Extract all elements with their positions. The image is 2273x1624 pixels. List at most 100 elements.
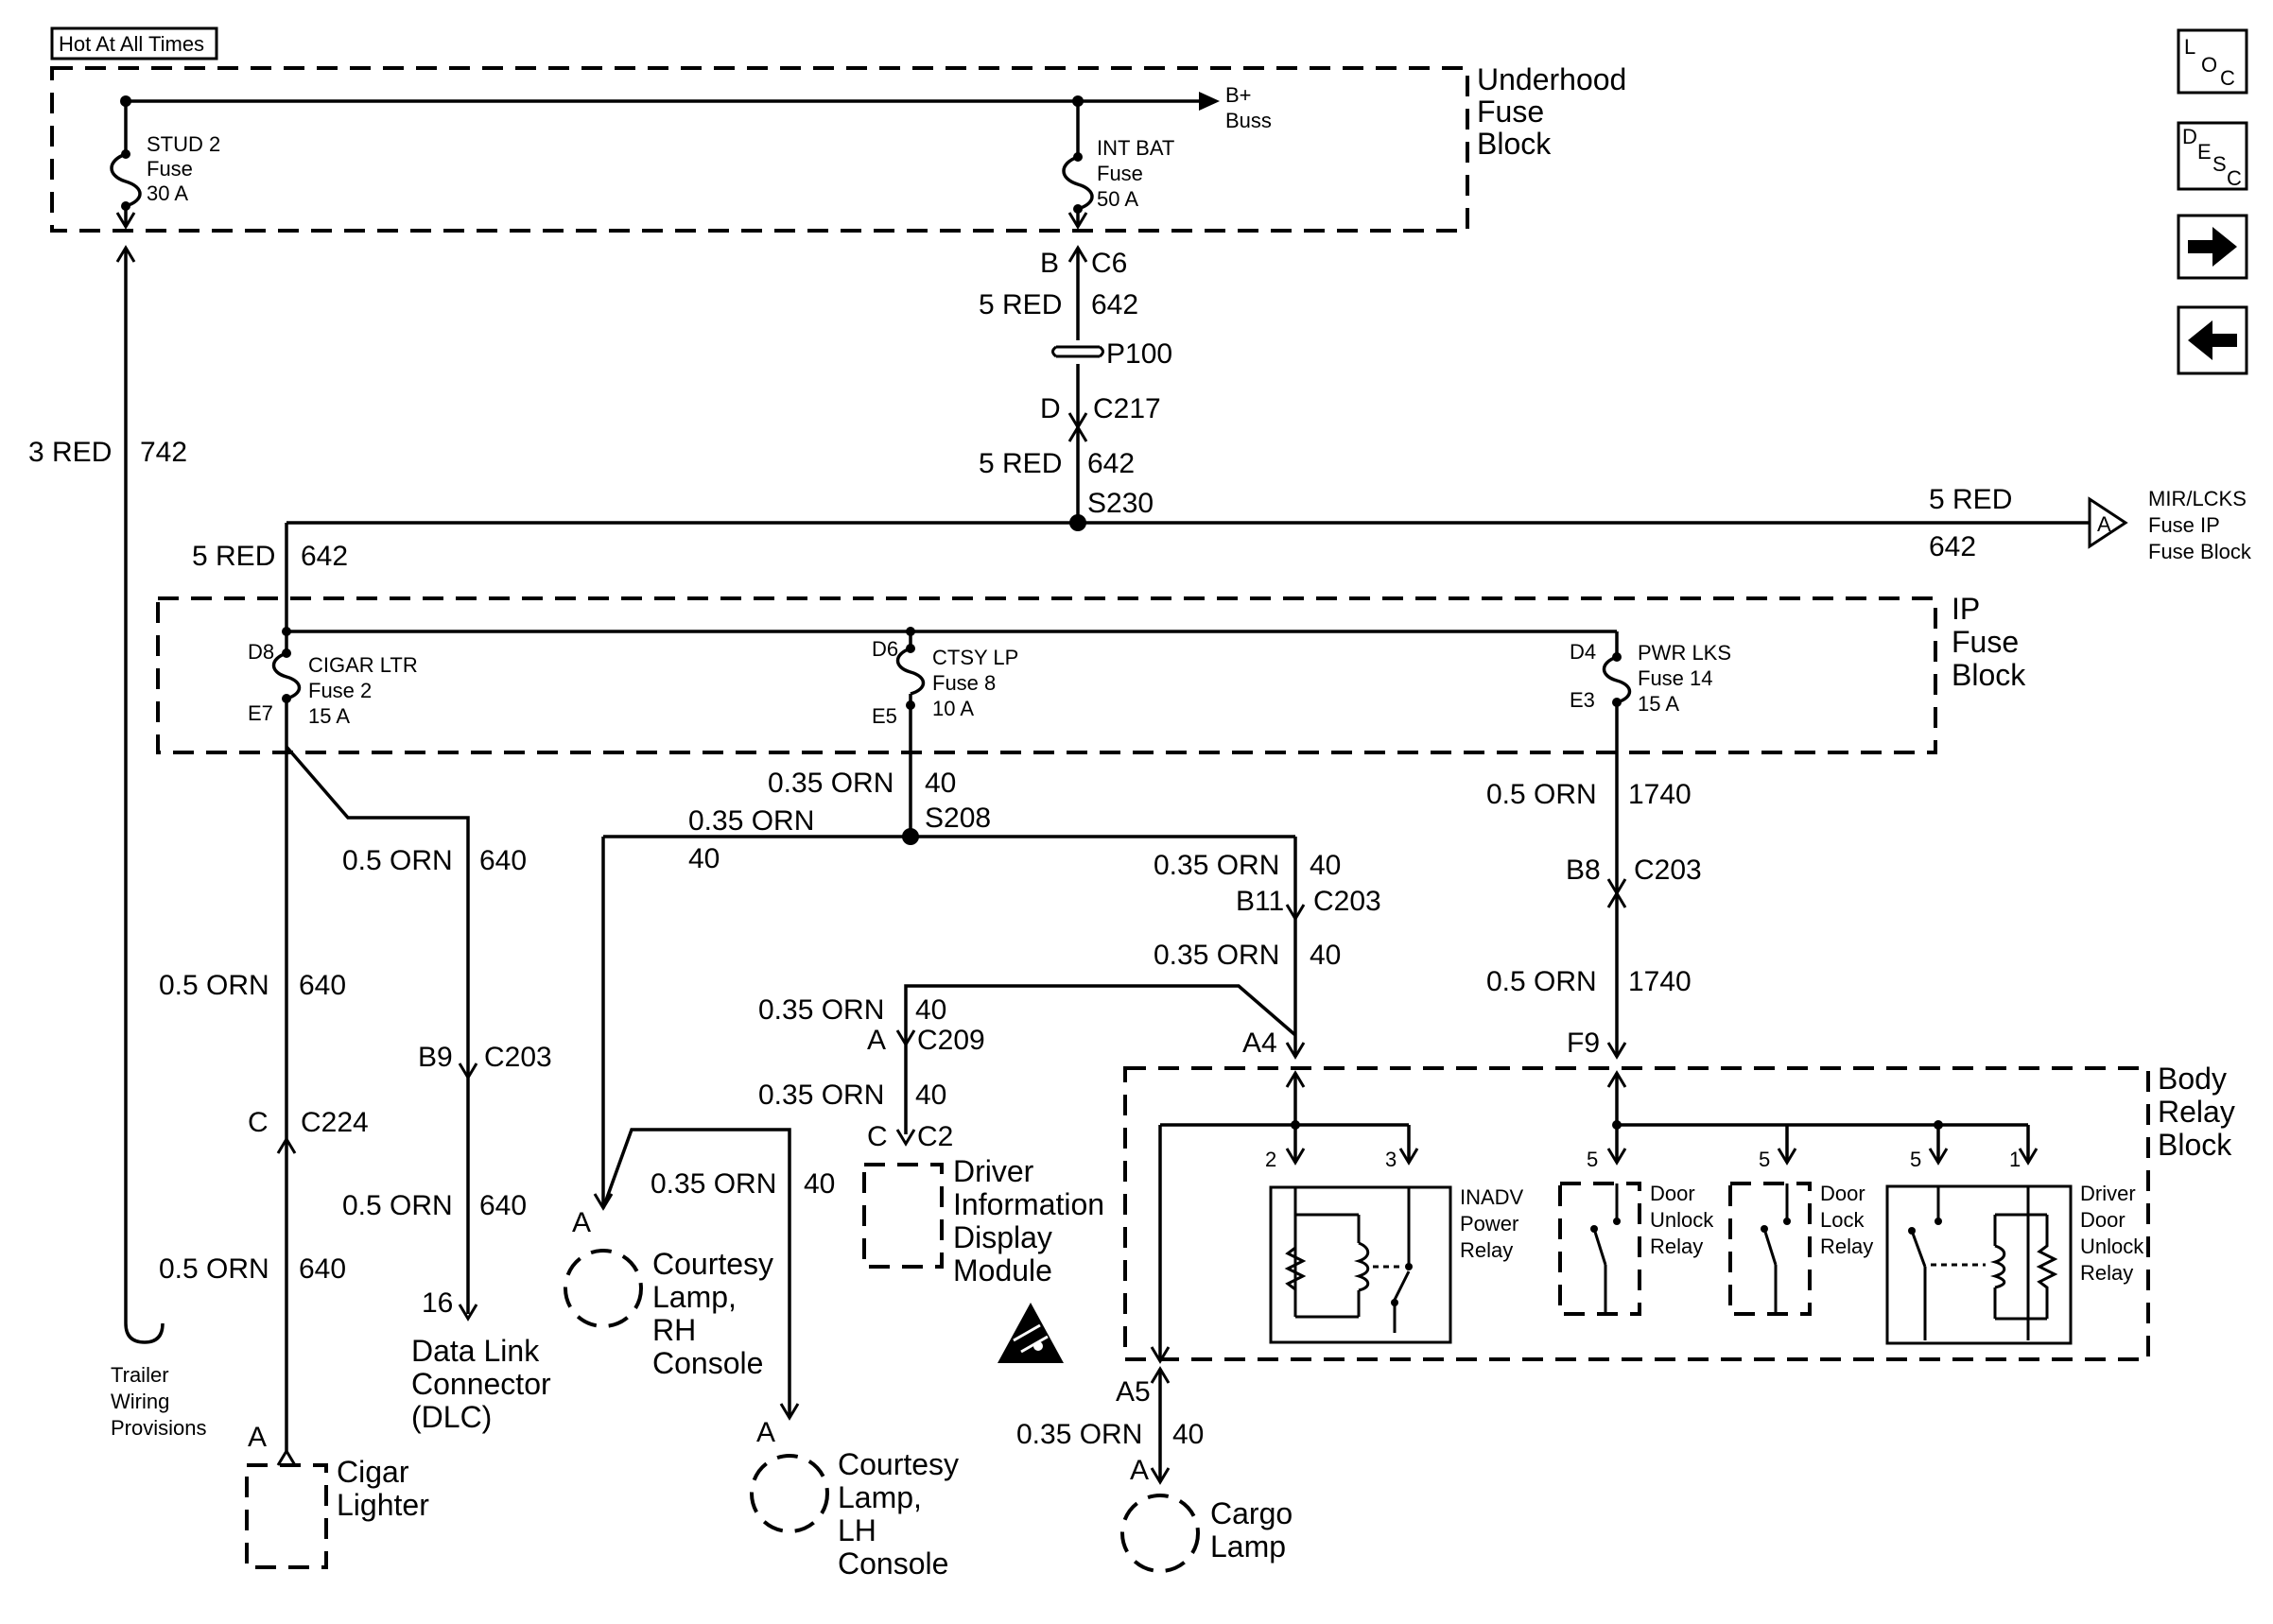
svg-text:0.35 ORN: 0.35 ORN bbox=[1154, 850, 1279, 881]
svg-text:Fuse 2: Fuse 2 bbox=[308, 679, 372, 702]
driver-door-unlock-relay: 5 1 Driver Door Unlock Relay bbox=[1885, 1125, 2144, 1345]
svg-text:Trailer: Trailer bbox=[111, 1363, 169, 1387]
svg-text:E: E bbox=[2197, 140, 2212, 164]
svg-text:0.35 ORN: 0.35 ORN bbox=[1016, 1419, 1142, 1450]
svg-text:IP: IP bbox=[1952, 592, 1980, 626]
svg-text:3 RED: 3 RED bbox=[28, 437, 112, 468]
svg-text:40: 40 bbox=[688, 843, 720, 874]
svg-text:A5: A5 bbox=[1116, 1376, 1151, 1408]
svg-text:15 A: 15 A bbox=[308, 704, 350, 728]
svg-text:Power: Power bbox=[1460, 1212, 1518, 1235]
svg-text:CIGAR LTR: CIGAR LTR bbox=[308, 653, 418, 677]
svg-text:642: 642 bbox=[1929, 531, 1976, 562]
next-page-button[interactable] bbox=[2177, 214, 2248, 280]
svg-text:Information: Information bbox=[953, 1187, 1104, 1221]
svg-text:Door: Door bbox=[1650, 1182, 1695, 1205]
svg-text:Lamp: Lamp bbox=[1210, 1529, 1286, 1564]
svg-text:STUD 2: STUD 2 bbox=[147, 132, 220, 156]
svg-text:Fuse: Fuse bbox=[1952, 625, 2019, 659]
svg-text:A: A bbox=[756, 1417, 775, 1448]
hot-at-all-times-label: Hot At All Times bbox=[50, 26, 218, 60]
svg-text:1740: 1740 bbox=[1628, 779, 1692, 810]
svg-text:40: 40 bbox=[915, 1080, 946, 1111]
svg-text:C217: C217 bbox=[1093, 393, 1161, 424]
svg-text:15 A: 15 A bbox=[1638, 692, 1679, 716]
svg-text:Display: Display bbox=[953, 1220, 1052, 1254]
svg-text:Block: Block bbox=[1952, 658, 2026, 692]
svg-text:C: C bbox=[248, 1107, 269, 1138]
door-unlock-relay: 5 Door Unlock Relay bbox=[1558, 1125, 1714, 1316]
svg-text:C6: C6 bbox=[1091, 248, 1127, 279]
svg-text:B: B bbox=[1040, 248, 1059, 279]
svg-text:CTSY LP: CTSY LP bbox=[932, 646, 1018, 669]
svg-text:40: 40 bbox=[1310, 850, 1341, 881]
svg-text:0.35 ORN: 0.35 ORN bbox=[688, 805, 814, 837]
svg-text:D8: D8 bbox=[248, 640, 274, 664]
svg-text:10 A: 10 A bbox=[932, 697, 974, 720]
svg-text:A: A bbox=[572, 1207, 591, 1238]
svg-text:Module: Module bbox=[953, 1253, 1052, 1287]
svg-text:Console: Console bbox=[838, 1546, 948, 1581]
courtesy-lamp-rh bbox=[564, 1249, 643, 1328]
svg-text:5: 5 bbox=[1910, 1148, 1921, 1171]
cigar-ltr-fuse: D8 E7 CIGAR LTR Fuse 2 15 A bbox=[248, 631, 418, 752]
svg-text:Connector: Connector bbox=[411, 1367, 551, 1401]
svg-text:D6: D6 bbox=[872, 637, 898, 661]
svg-text:0.35 ORN: 0.35 ORN bbox=[1154, 940, 1279, 971]
description-button[interactable]: D E S C bbox=[2177, 121, 2248, 191]
svg-text:Wiring: Wiring bbox=[111, 1390, 169, 1413]
pwr-lks-fuse: D4 E3 PWR LKS Fuse 14 15 A bbox=[1570, 631, 1731, 752]
svg-text:Provisions: Provisions bbox=[111, 1416, 206, 1440]
svg-text:Fuse: Fuse bbox=[1477, 95, 1544, 129]
svg-text:D: D bbox=[1040, 393, 1061, 424]
svg-text:Unlock: Unlock bbox=[1650, 1208, 1714, 1232]
svg-text:Fuse IP: Fuse IP bbox=[2148, 513, 2220, 537]
previous-page-button[interactable] bbox=[2177, 305, 2248, 375]
svg-text:A: A bbox=[1130, 1455, 1149, 1486]
svg-text:3: 3 bbox=[1385, 1148, 1397, 1171]
p100-connector: P100 bbox=[1051, 338, 1172, 370]
ip-fuse-block: IP Fuse Block 5 RED 642 D8 E7 CIGAR LTR … bbox=[156, 523, 2026, 754]
svg-text:C224: C224 bbox=[301, 1107, 369, 1138]
svg-text:E3: E3 bbox=[1570, 688, 1595, 712]
svg-text:C203: C203 bbox=[1634, 855, 1702, 886]
svg-text:Fuse: Fuse bbox=[147, 157, 193, 181]
svg-text:642: 642 bbox=[1087, 448, 1135, 479]
cigar-lighter-circuit: 0.5 ORN 640 C C224 0.5 ORN 640 A Cigar L… bbox=[159, 745, 552, 1569]
svg-text:Unlock: Unlock bbox=[2080, 1235, 2144, 1258]
svg-text:Lamp,: Lamp, bbox=[652, 1280, 737, 1314]
svg-text:5 RED: 5 RED bbox=[192, 541, 275, 572]
svg-text:B8: B8 bbox=[1566, 855, 1601, 886]
svg-text:Relay: Relay bbox=[2158, 1095, 2235, 1129]
svg-text:640: 640 bbox=[299, 1253, 346, 1285]
svg-text:Courtesy: Courtesy bbox=[838, 1447, 959, 1481]
svg-text:MIR/LCKS: MIR/LCKS bbox=[2148, 487, 2247, 510]
svg-text:Door: Door bbox=[1820, 1182, 1865, 1205]
svg-text:0.5 ORN: 0.5 ORN bbox=[1486, 779, 1597, 810]
svg-text:Relay: Relay bbox=[1650, 1235, 1703, 1258]
svg-text:640: 640 bbox=[299, 970, 346, 1001]
arrow-left-icon bbox=[2188, 320, 2237, 360]
svg-text:16: 16 bbox=[422, 1287, 453, 1319]
svg-text:S208: S208 bbox=[925, 803, 991, 834]
svg-text:0.5 ORN: 0.5 ORN bbox=[159, 970, 269, 1001]
svg-text:B11: B11 bbox=[1236, 886, 1284, 917]
svg-text:30 A: 30 A bbox=[147, 181, 188, 205]
svg-text:S230: S230 bbox=[1087, 488, 1154, 519]
svg-text:PWR LKS: PWR LKS bbox=[1638, 641, 1731, 665]
body-relay-block: Body Relay Block 2 3 bbox=[1123, 1062, 2235, 1361]
svg-text:A: A bbox=[248, 1422, 267, 1453]
svg-text:C203: C203 bbox=[1313, 886, 1381, 917]
svg-text:Fuse 14: Fuse 14 bbox=[1638, 666, 1713, 690]
door-lock-relay: 5 Door Lock Relay bbox=[1728, 1125, 1873, 1316]
svg-text:640: 640 bbox=[479, 1190, 527, 1221]
cargo-lamp-circuit: A5 0.35 ORN 40 A Cargo Lamp bbox=[1016, 1345, 1293, 1573]
location-button[interactable]: L O C bbox=[2177, 28, 2248, 95]
svg-text:0.5 ORN: 0.5 ORN bbox=[1486, 966, 1597, 997]
svg-text:5 RED: 5 RED bbox=[1929, 484, 2012, 515]
svg-text:Console: Console bbox=[652, 1346, 763, 1380]
svg-text:C: C bbox=[867, 1121, 888, 1152]
svg-text:640: 640 bbox=[479, 845, 527, 876]
svg-text:Driver: Driver bbox=[2080, 1182, 2136, 1205]
